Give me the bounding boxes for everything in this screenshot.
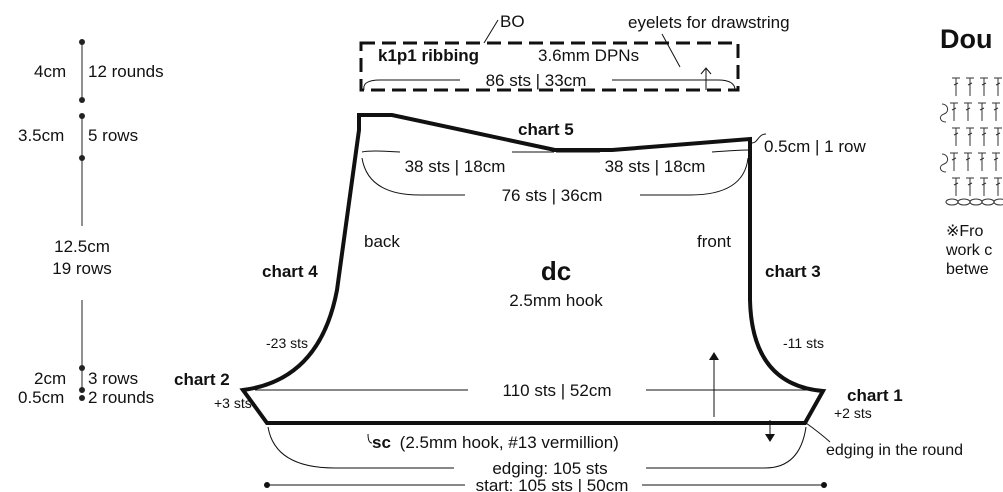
arrowhead-down <box>765 434 775 442</box>
measure-dot <box>79 387 85 393</box>
top-total-arc-left <box>361 157 465 196</box>
back-top-width: 38 sts | 18cm <box>405 157 506 176</box>
measure-dot <box>79 113 85 119</box>
back-label: back <box>364 232 400 251</box>
edging-width-arc-left <box>267 426 454 469</box>
body-height-rows: 19 rows <box>52 259 112 278</box>
arrowhead-up <box>709 352 719 360</box>
top-total-arc-right <box>640 157 749 196</box>
edging-stitch: sc <box>372 433 391 452</box>
dc-symbol-grid <box>939 77 1003 206</box>
chart2-label: chart 2 <box>174 370 230 389</box>
chart4-label: chart 4 <box>262 262 318 281</box>
upper-height-rows: 5 rows <box>88 126 138 145</box>
front-label: front <box>697 232 731 251</box>
edging-round-leader <box>805 422 831 443</box>
chart1-label: chart 1 <box>847 386 903 405</box>
front-decrease-label: -11 sts <box>783 335 824 351</box>
chart-note-line1: ※Fro <box>946 223 984 240</box>
left-increase-label: +3 sts <box>214 395 252 411</box>
body-outline <box>239 113 827 425</box>
bo-leader <box>483 19 499 44</box>
bind-off-label: BO <box>500 12 525 31</box>
eyelets-label: eyelets for drawstring <box>628 13 790 32</box>
edge-height-cm: 0.5cm <box>18 388 64 407</box>
eyelet-arrowhead <box>700 67 712 75</box>
back-decrease-label: -23 sts <box>266 335 308 351</box>
front-top-width: 38 sts | 18cm <box>605 157 706 176</box>
eyelets-leader <box>661 33 681 68</box>
edging-sc-leader <box>367 433 373 444</box>
lower-height-cm: 2cm <box>34 369 66 388</box>
body-height-cm: 12.5cm <box>54 237 110 256</box>
front-top-arc-right <box>711 149 749 153</box>
ribbing-width-arc-left <box>363 79 460 91</box>
right-increase-label: +2 sts <box>834 405 872 421</box>
edging-round-label: edging in the round <box>826 442 963 459</box>
stitch-type: dc <box>541 256 571 286</box>
body-shape: chart 5 0.5cm | 1 row 38 sts | 18cm 38 s… <box>174 113 903 442</box>
top-row-label: 0.5cm | 1 row <box>764 137 866 156</box>
measure-dot <box>821 482 827 488</box>
chart-panel-title: Dou <box>940 24 992 54</box>
start-width: start: 105 sts | 50cm <box>264 476 827 492</box>
top-row-leader <box>751 133 767 144</box>
measure-dot <box>79 395 85 401</box>
ribbing-outline <box>359 41 740 92</box>
measure-dot <box>79 39 85 45</box>
stitch-chart-panel: Dou ※Fro work c <box>939 24 1003 278</box>
ribbing-band: BO eyelets for drawstring k1p1 ribbing 3… <box>359 12 790 92</box>
edging-width-arc-right <box>646 426 807 469</box>
ribbing-height-cm: 4cm <box>34 62 66 81</box>
measure-dot <box>264 482 270 488</box>
back-top-arc-left <box>361 150 401 153</box>
edging-stitch-note: sc (2.5mm hook, #13 vermillion) <box>372 433 619 452</box>
top-total-width: 76 sts | 36cm <box>502 186 603 205</box>
ribbing-label: k1p1 ribbing <box>378 46 479 65</box>
chart5-label: chart 5 <box>518 120 574 139</box>
ribbing-width-label: 86 sts | 33cm <box>486 71 587 90</box>
ribbing-width-arc-right <box>612 79 736 91</box>
chart-note-line3: betwe <box>946 261 989 278</box>
lower-height-rows: 3 rows <box>88 369 138 388</box>
start-label: start: 105 sts | 50cm <box>476 476 629 492</box>
hook-size: 2.5mm hook <box>509 291 603 310</box>
mid-width-label: 110 sts | 52cm <box>503 381 612 400</box>
edging-sts-label: edging: 105 sts <box>492 459 607 478</box>
upper-height-cm: 3.5cm <box>18 126 64 145</box>
measure-dot <box>79 97 85 103</box>
needles-label: 3.6mm DPNs <box>538 46 639 65</box>
measurement-column: 4cm 12 rounds 3.5cm 5 rows 12.5cm 19 row… <box>18 39 164 407</box>
edging-annotations: sc (2.5mm hook, #13 vermillion) edging: … <box>267 422 963 478</box>
edge-height-rounds: 2 rounds <box>88 388 154 407</box>
chart-note-line2: work c <box>945 242 992 259</box>
ribbing-height-rounds: 12 rounds <box>88 62 164 81</box>
chart3-label: chart 3 <box>765 262 821 281</box>
edging-detail: (2.5mm hook, #13 vermillion) <box>400 433 619 452</box>
